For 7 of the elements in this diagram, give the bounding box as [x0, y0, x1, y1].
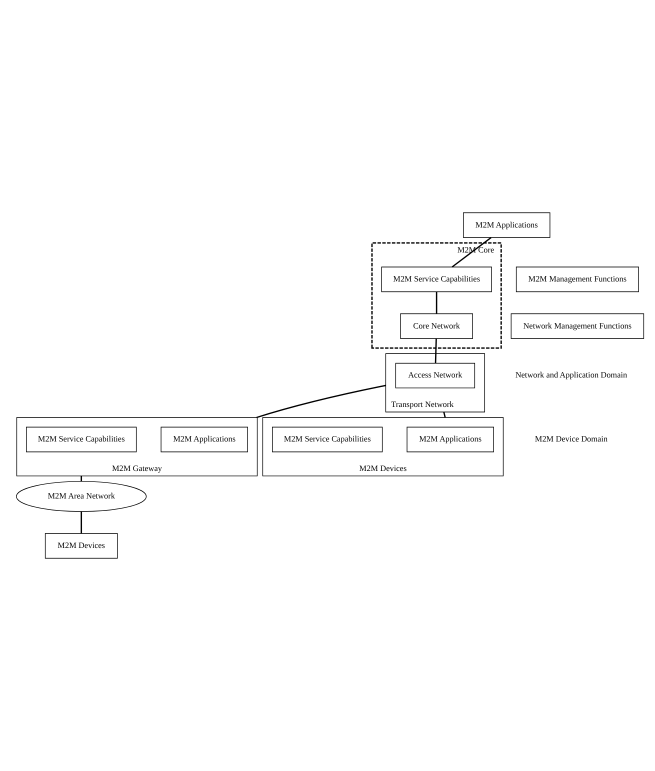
connector: [434, 338, 437, 364]
connector: [80, 512, 82, 534]
connector: [452, 237, 492, 268]
connector: [443, 412, 446, 418]
connector: [80, 476, 82, 482]
connector: [436, 292, 438, 314]
connector: [256, 384, 386, 418]
